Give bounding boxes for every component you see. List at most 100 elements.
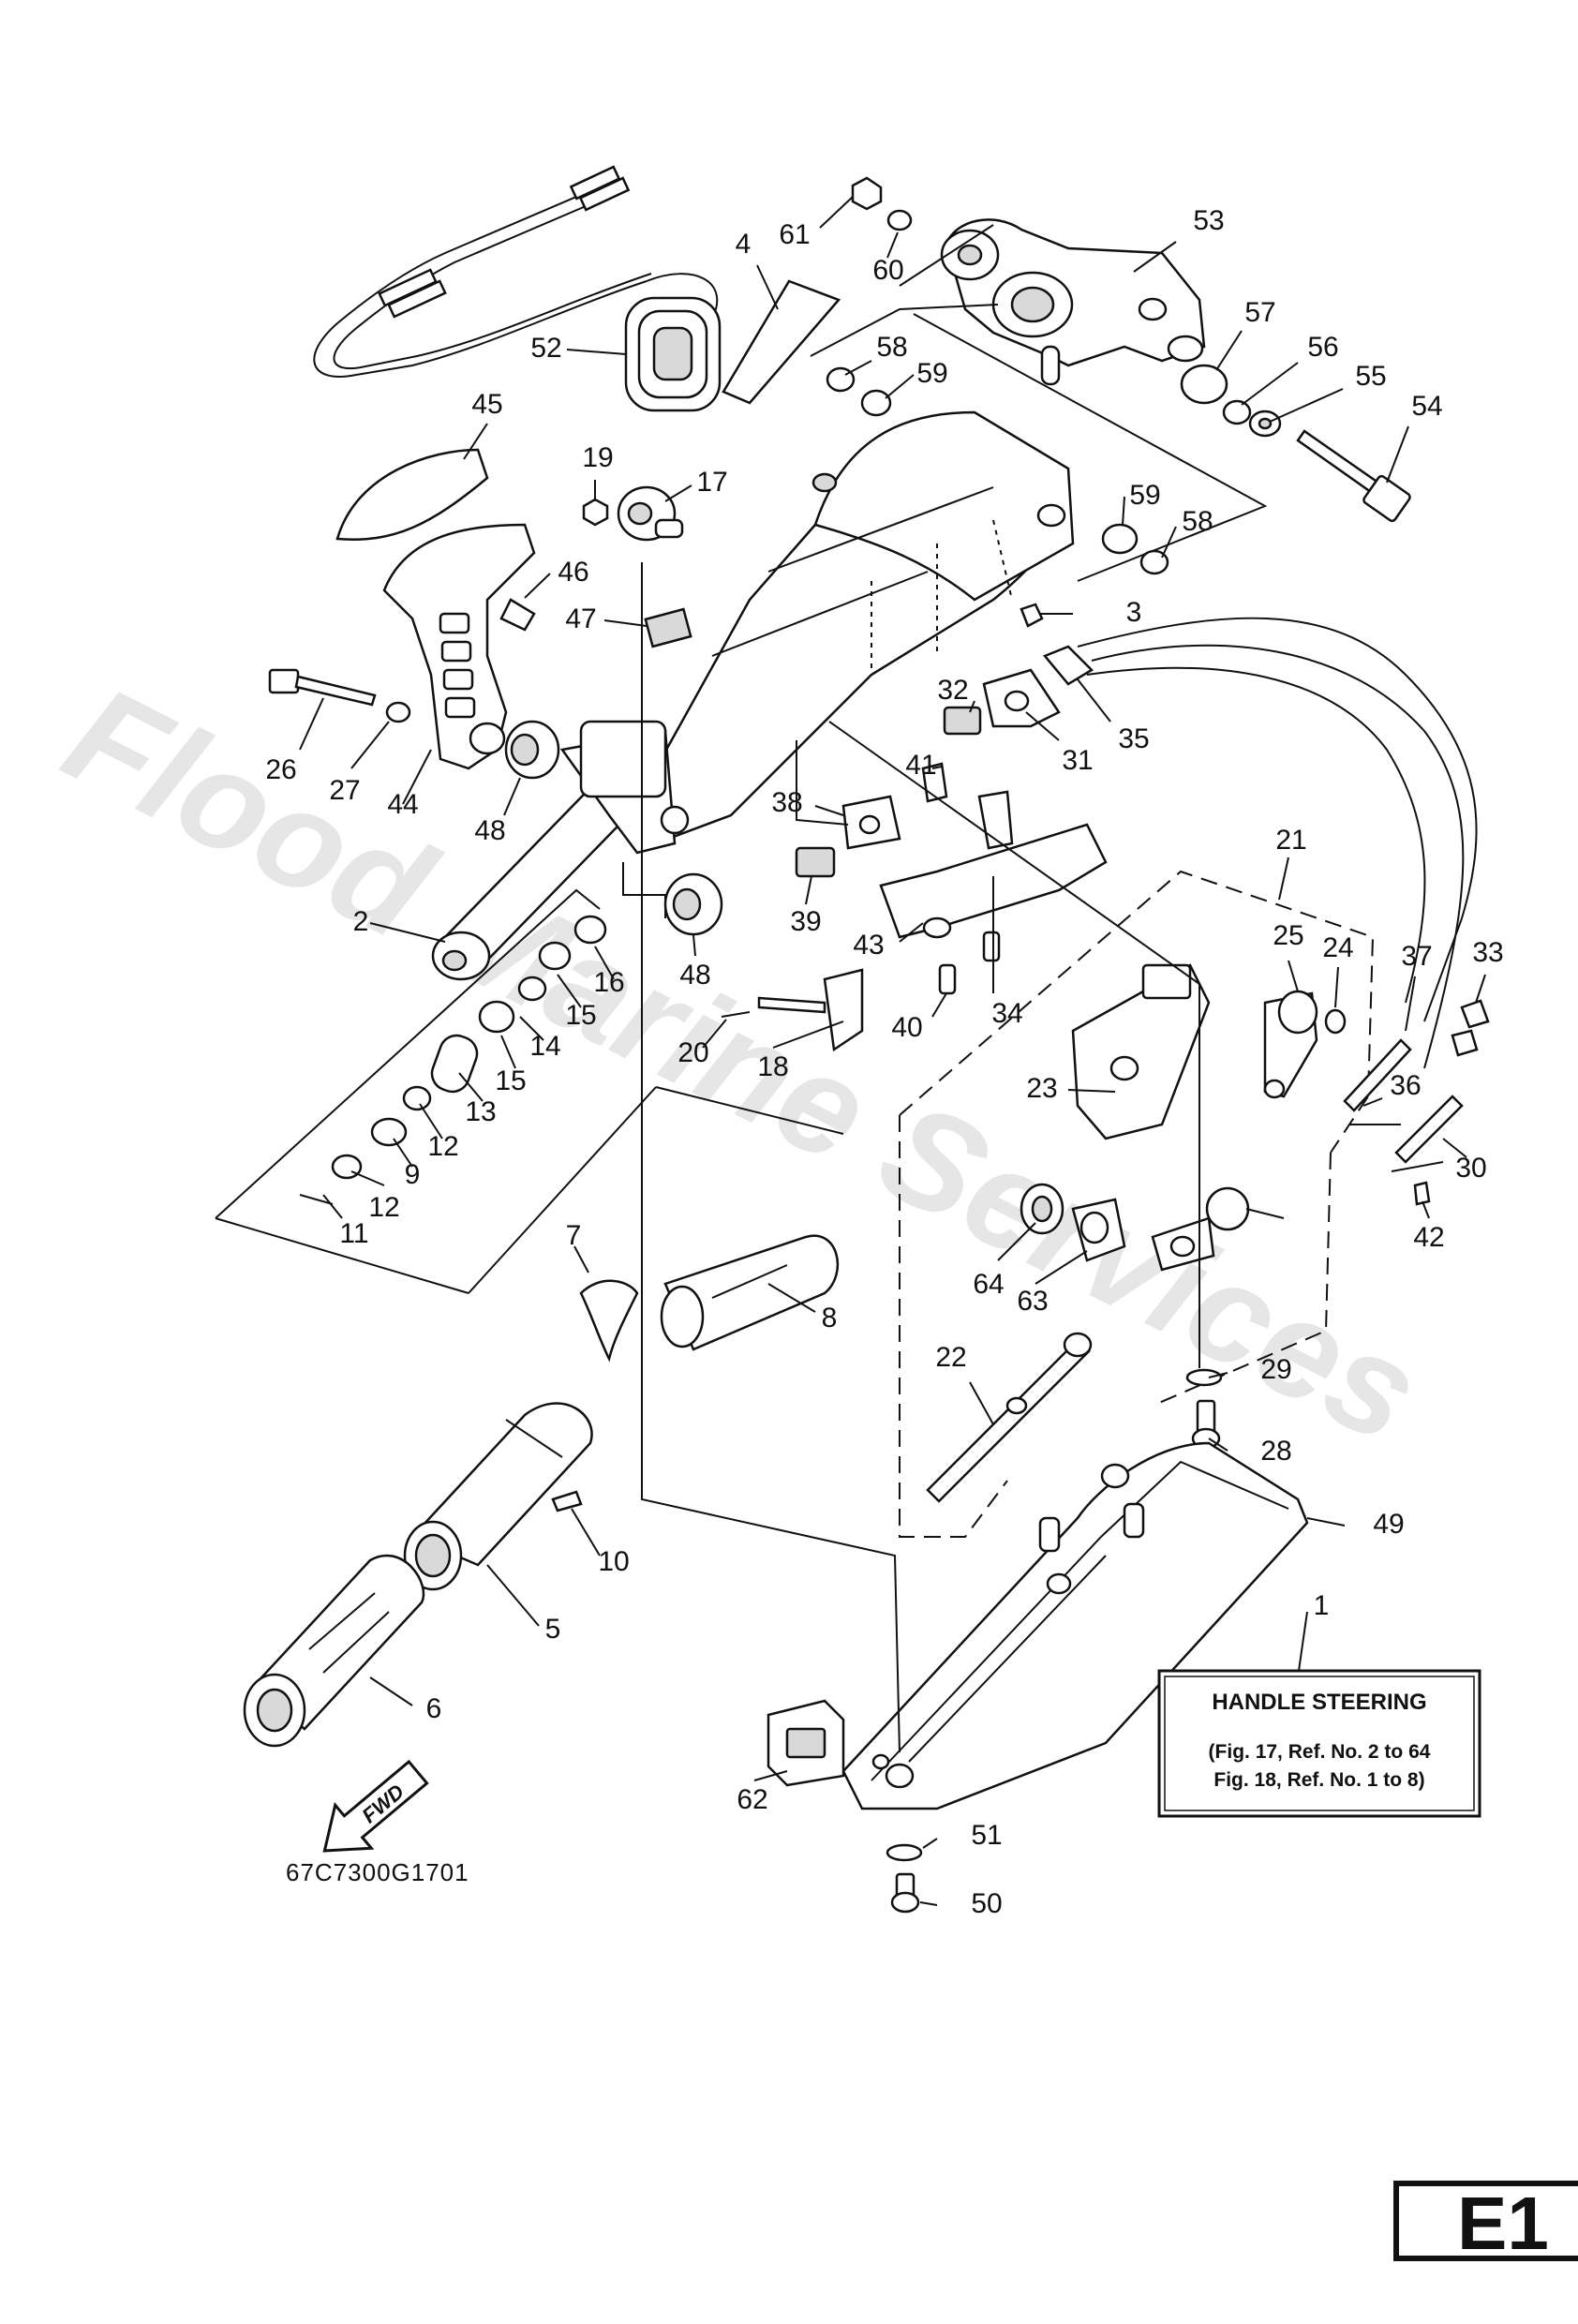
callout-label: 59	[916, 358, 947, 389]
ref-line-38	[796, 740, 849, 826]
callout-label: 3	[1126, 597, 1142, 628]
callout-label: 15	[495, 1065, 526, 1096]
callout-label: 11	[339, 1218, 368, 1249]
pivot-frame-top	[899, 224, 994, 287]
washer-29	[1185, 1368, 1223, 1387]
callout-label: 64	[973, 1269, 1004, 1300]
callout-label: 29	[1260, 1354, 1291, 1385]
shift-cables	[1077, 617, 1490, 1172]
callout-label: 38	[771, 787, 802, 818]
screw-28	[1191, 1399, 1221, 1450]
callout-label: 25	[1273, 920, 1303, 951]
callout-label: 37	[1401, 941, 1432, 972]
ref-line-washer29	[828, 721, 1200, 1368]
callout-label: 58	[1182, 506, 1213, 537]
cap-45	[335, 448, 489, 541]
pin-42	[1413, 1181, 1431, 1206]
callout-label: 44	[387, 789, 418, 820]
callout-label: 23	[1026, 1073, 1057, 1104]
callout-label: 61	[779, 219, 810, 250]
callout-label: 19	[582, 442, 613, 473]
block-32	[943, 706, 982, 736]
callout-label: 22	[935, 1342, 966, 1373]
clip-3	[1020, 603, 1044, 628]
screw-50	[890, 1872, 920, 1914]
callout-label: 36	[1390, 1070, 1421, 1101]
grip-housing-44	[382, 523, 536, 770]
shift-rod-22	[926, 1332, 1093, 1503]
dashed-box-21-left	[899, 1115, 1008, 1538]
grip-frame-left	[215, 888, 601, 1219]
callout-label: 27	[329, 775, 360, 806]
callout-label: 13	[465, 1096, 496, 1127]
parts-63-64	[1020, 1183, 1126, 1262]
page-badge-text: E1	[1457, 2182, 1549, 2265]
callout-label: 18	[757, 1051, 788, 1082]
clip-35	[1042, 645, 1094, 686]
callout-label: 63	[1017, 1286, 1048, 1317]
callout-label: 14	[529, 1031, 560, 1062]
bottom-cowling-49	[841, 1441, 1309, 1810]
drawing-code: 67C7300G1701	[286, 1858, 469, 1886]
callout-label: 43	[853, 930, 884, 961]
block-39	[795, 846, 836, 878]
pivot-bolt-set	[1180, 364, 1411, 523]
fwd-arrow: FWD	[322, 1759, 429, 1853]
callout-label: 9	[405, 1159, 421, 1190]
callout-label: 42	[1413, 1222, 1444, 1253]
clamp-17	[582, 485, 684, 542]
callout-label: 15	[565, 1000, 596, 1031]
screw-10	[551, 1490, 583, 1512]
callout-label: 7	[566, 1220, 582, 1251]
clip-24	[1324, 1008, 1347, 1035]
callout-label: 41	[905, 750, 936, 781]
small-parts-9-16	[299, 915, 607, 1205]
throttle-shaft-2	[431, 720, 690, 981]
callout-label: 28	[1260, 1436, 1291, 1467]
callout-label: 62	[737, 1784, 767, 1815]
grip-frame-bottom	[215, 1217, 469, 1294]
decal-7	[579, 1279, 639, 1363]
callout-label: 54	[1411, 391, 1442, 422]
callout-label: 1	[1314, 1590, 1330, 1621]
callout-label: 12	[368, 1192, 399, 1223]
ref-line-long	[641, 562, 901, 1753]
gear-25	[1263, 990, 1318, 1099]
bracket-31	[982, 668, 1061, 728]
callout-label: 39	[790, 906, 821, 937]
callout-label: 30	[1455, 1153, 1486, 1184]
legend-box: HANDLE STEERING (Fig. 17, Ref. No. 2 to …	[1157, 1669, 1481, 1818]
bushing-59-lower	[1101, 523, 1139, 555]
bolt-26	[268, 668, 411, 723]
callout-label: 35	[1118, 723, 1149, 754]
decal-4	[722, 279, 841, 405]
shift-arm-link	[1151, 1186, 1285, 1272]
legend-line-2: Fig. 18, Ref. No. 1 to 8)	[1213, 1769, 1424, 1791]
dashed-box-21	[899, 870, 1375, 1154]
grip-frame-right	[468, 1086, 657, 1294]
washer-60	[886, 209, 913, 231]
callout-label: 52	[530, 333, 561, 364]
callout-label: 48	[474, 815, 505, 846]
callout-label: 49	[1373, 1509, 1404, 1540]
grip-5	[403, 1402, 593, 1591]
callout-labels: 1 2 3 4 5 6 7 8 9 10 11 12 12 13 14 15 1	[265, 196, 1504, 1919]
callout-label: 40	[891, 1012, 922, 1043]
shift-bracket-23	[1071, 963, 1211, 1140]
bushing-48-upper	[504, 720, 560, 780]
nut-61	[851, 176, 883, 211]
connector-62	[767, 1699, 845, 1787]
callout-label: 59	[1129, 480, 1160, 511]
callout-label: 60	[872, 255, 903, 286]
ref-line-bushing	[622, 862, 666, 918]
callout-label: 48	[679, 960, 710, 991]
callout-label: 10	[598, 1546, 629, 1577]
callout-label: 12	[427, 1131, 458, 1162]
callout-label: 17	[696, 467, 727, 498]
bracket-53	[940, 218, 1206, 386]
callout-label: 47	[565, 603, 596, 634]
callout-label: 57	[1244, 297, 1275, 328]
callout-label: 46	[558, 557, 588, 588]
